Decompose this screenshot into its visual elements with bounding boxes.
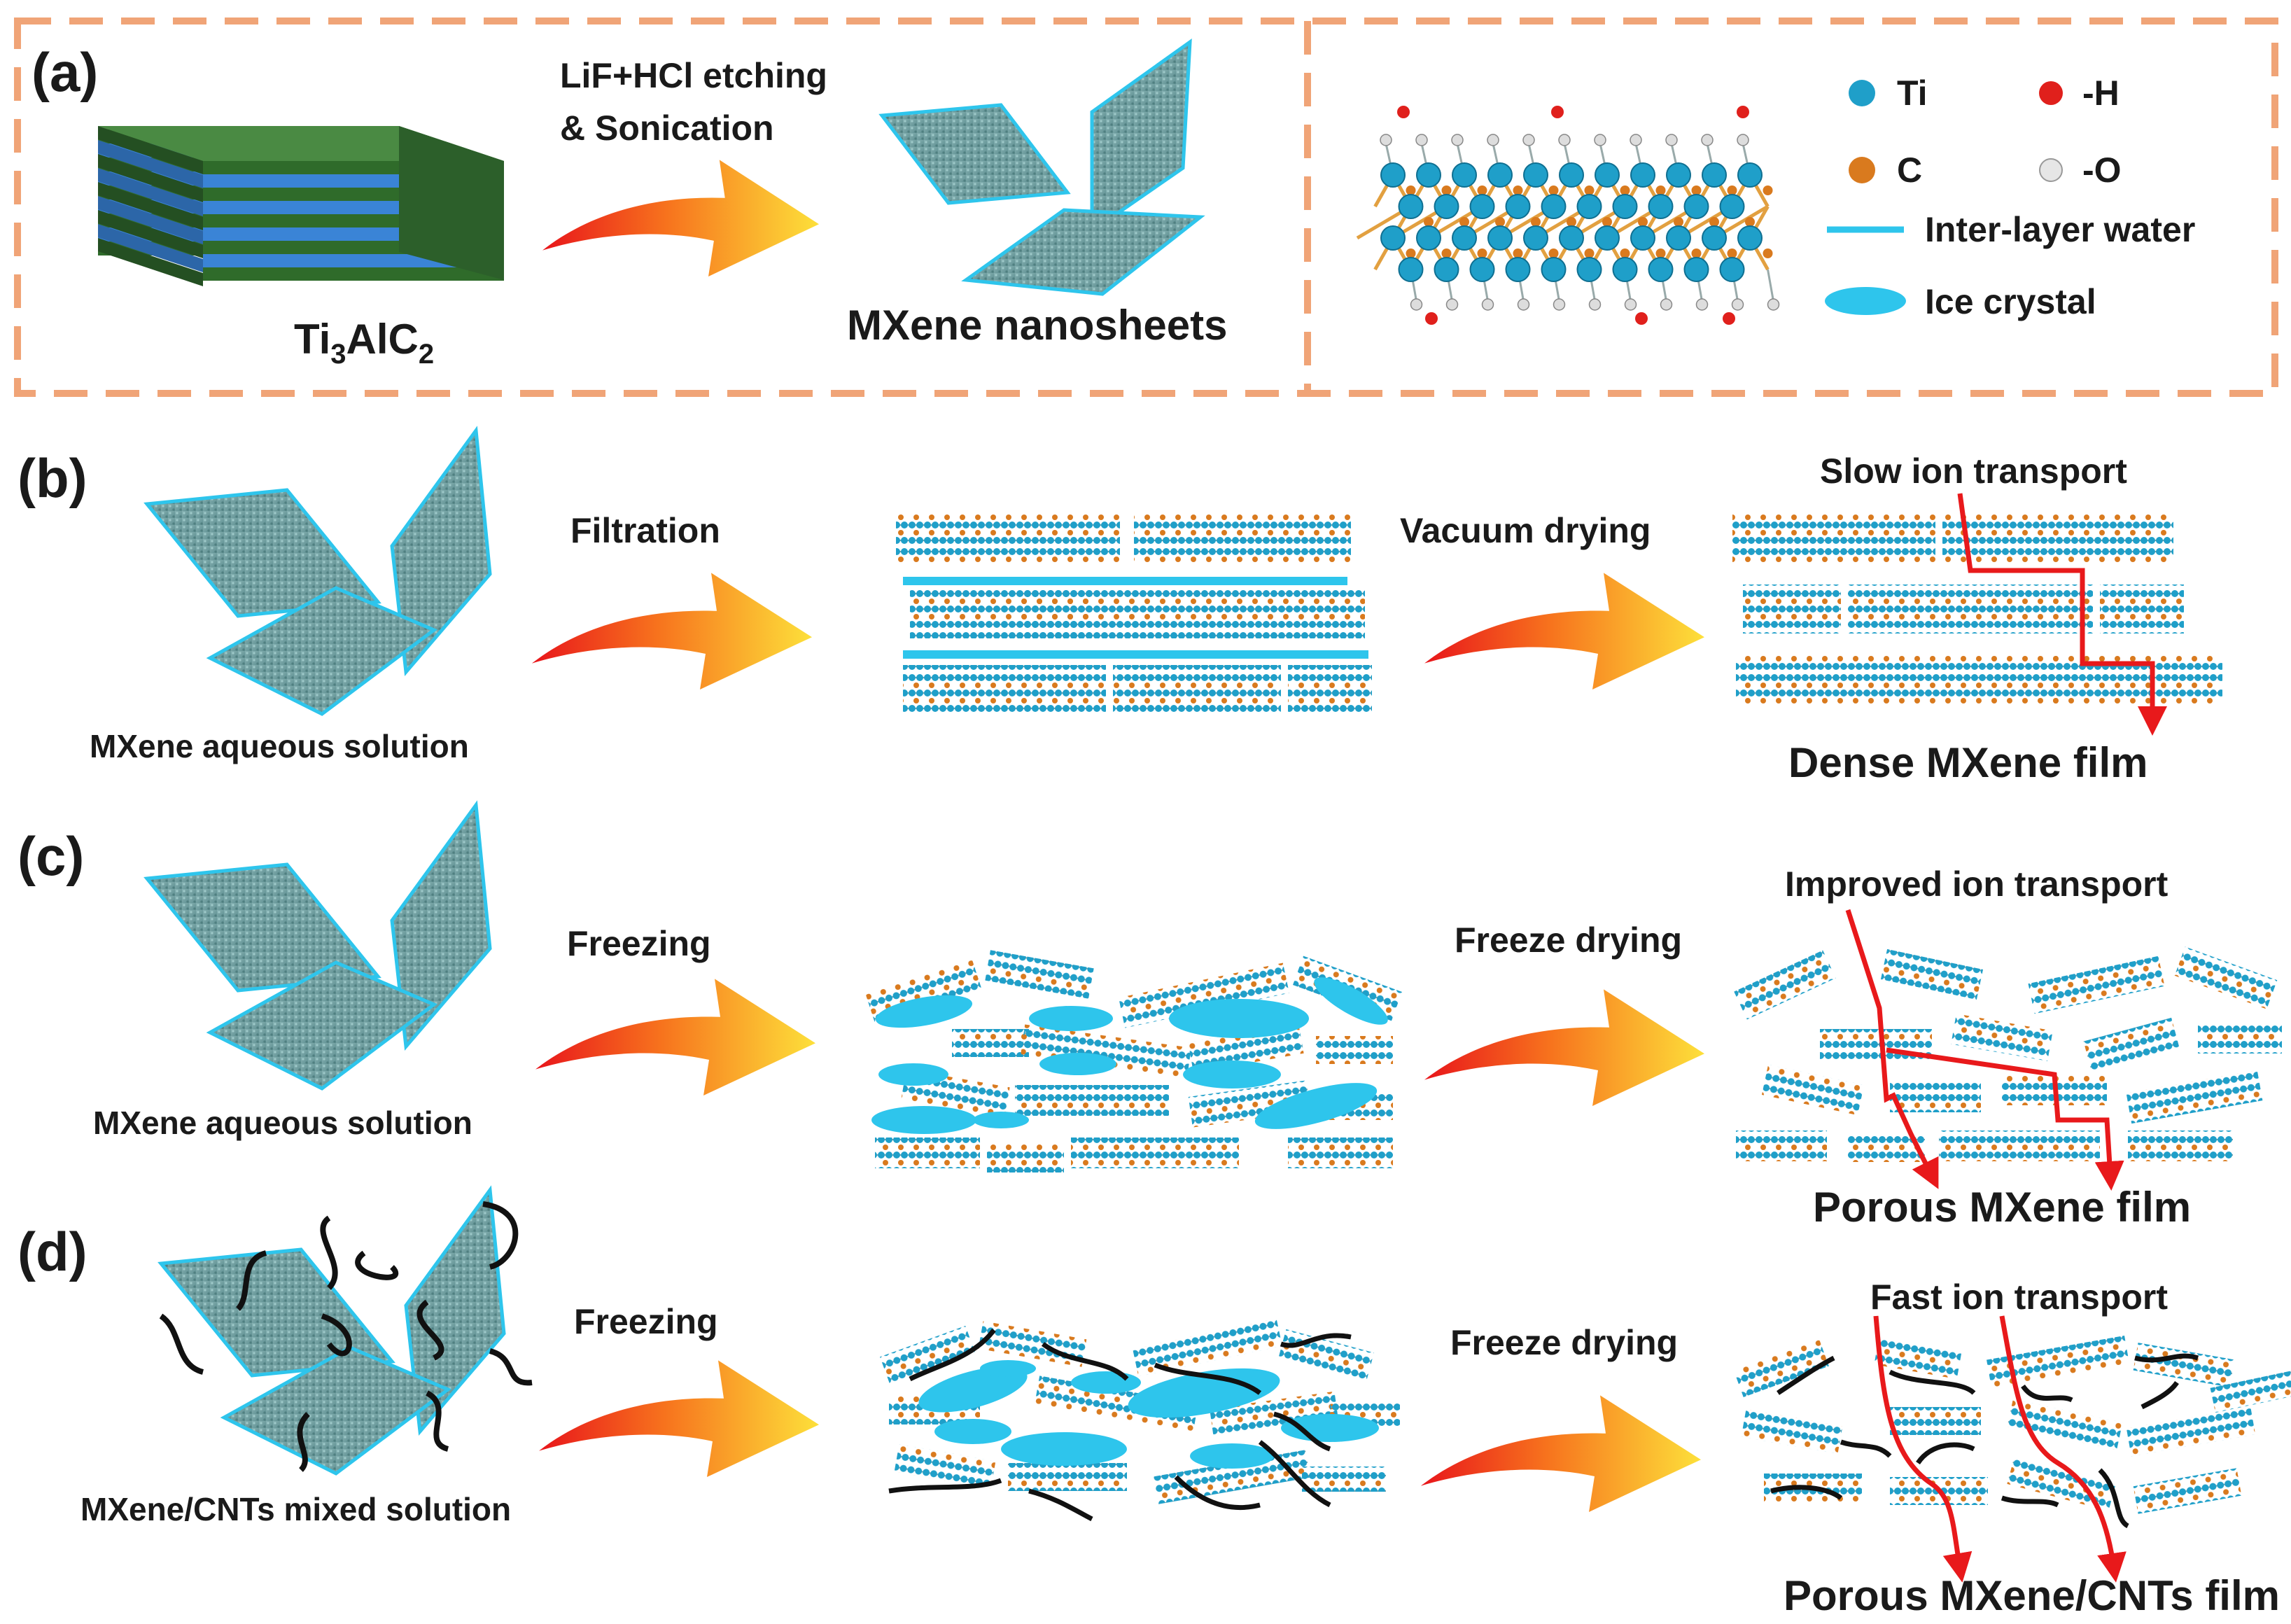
arrow-etching bbox=[542, 160, 819, 276]
legend-h-icon bbox=[2039, 81, 2063, 105]
panel-c-result-label: Porous MXene film bbox=[1813, 1184, 2191, 1231]
arrow-freezing-c bbox=[535, 979, 815, 1096]
panel-d-label: (d) bbox=[17, 1221, 87, 1282]
panel-d-step1-label: Freezing bbox=[574, 1302, 718, 1341]
legend-c-icon bbox=[1849, 157, 1875, 183]
legend: Ti -H C -O Inter-layer water Ice crystal bbox=[1825, 74, 2195, 321]
sonication-step-label: & Sonication bbox=[560, 108, 774, 148]
arrow-vacuum-drying bbox=[1424, 573, 1704, 690]
panel-a-border bbox=[14, 18, 2278, 397]
panel-b-source-label: MXene aqueous solution bbox=[90, 728, 469, 764]
slow-ion-path bbox=[1957, 493, 2167, 736]
fast-ion-path-2 bbox=[1999, 1315, 2127, 1583]
filtered-layers bbox=[896, 514, 1372, 714]
legend-h-label: -H bbox=[2082, 74, 2120, 113]
dense-film bbox=[1732, 514, 2222, 704]
legend-ice-label: Ice crystal bbox=[1925, 282, 2096, 321]
panel-c-step2-label: Freeze drying bbox=[1455, 920, 1682, 960]
panel-c-source-label: MXene aqueous solution bbox=[93, 1105, 472, 1141]
panel-c-step1-label: Freezing bbox=[567, 924, 711, 963]
precursor-label: Ti3AlC2 bbox=[294, 316, 434, 370]
mxene-nanosheets-a bbox=[878, 38, 1205, 296]
panel-a-label: (a) bbox=[31, 41, 98, 103]
porous-cnt-film bbox=[1734, 1335, 2291, 1529]
panel-d-source-label: MXene/CNTs mixed solution bbox=[80, 1491, 511, 1527]
arrow-filtration bbox=[532, 573, 812, 690]
panel-b-label: (b) bbox=[17, 447, 87, 509]
mxene-flakes-c bbox=[143, 800, 492, 1091]
panel-c-label: (c) bbox=[17, 825, 84, 887]
etching-step-label: LiF+HCl etching bbox=[560, 56, 827, 95]
legend-ice-icon bbox=[1825, 287, 1906, 315]
nanosheets-label: MXene nanosheets bbox=[847, 302, 1228, 349]
panel-b-step1-label: Filtration bbox=[570, 511, 720, 550]
arrow-freeze-drying-d bbox=[1421, 1395, 1701, 1512]
panel-b-step2-label: Vacuum drying bbox=[1400, 511, 1651, 550]
arrow-freezing-d bbox=[539, 1360, 819, 1477]
ti3alc2-block bbox=[98, 126, 504, 286]
legend-water-label: Inter-layer water bbox=[1925, 210, 2195, 249]
panel-b-result-label: Dense MXene film bbox=[1788, 739, 2148, 786]
improved-ion-path-2 bbox=[1886, 1047, 2124, 1191]
cnt-strands-d bbox=[159, 1201, 533, 1472]
porous-film bbox=[1734, 946, 2282, 1162]
panel-d-result-label: Porous MXene/CNTs film bbox=[1784, 1572, 2280, 1619]
arrow-freeze-drying-c bbox=[1424, 989, 1704, 1106]
panel-c-transport-label: Improved ion transport bbox=[1785, 864, 2169, 904]
legend-c-label: C bbox=[1897, 150, 1922, 190]
frozen-cnt-layers bbox=[880, 1318, 1400, 1522]
legend-o-icon bbox=[2039, 158, 2063, 182]
legend-ti-label: Ti bbox=[1897, 74, 1928, 113]
mxene-flakes-d bbox=[157, 1185, 506, 1476]
frozen-layers bbox=[865, 950, 1403, 1172]
mxene-atomic-structure bbox=[1356, 106, 1780, 325]
legend-o-label: -O bbox=[2082, 150, 2122, 190]
panel-b-transport-label: Slow ion transport bbox=[1820, 451, 2127, 491]
improved-ion-path-1 bbox=[1845, 909, 1939, 1189]
fast-ion-path-1 bbox=[1873, 1315, 1973, 1583]
mxene-flakes-b bbox=[143, 426, 492, 716]
panel-d-step2-label: Freeze drying bbox=[1450, 1323, 1678, 1362]
panel-d-transport-label: Fast ion transport bbox=[1870, 1278, 2168, 1317]
legend-ti-icon bbox=[1849, 80, 1875, 106]
